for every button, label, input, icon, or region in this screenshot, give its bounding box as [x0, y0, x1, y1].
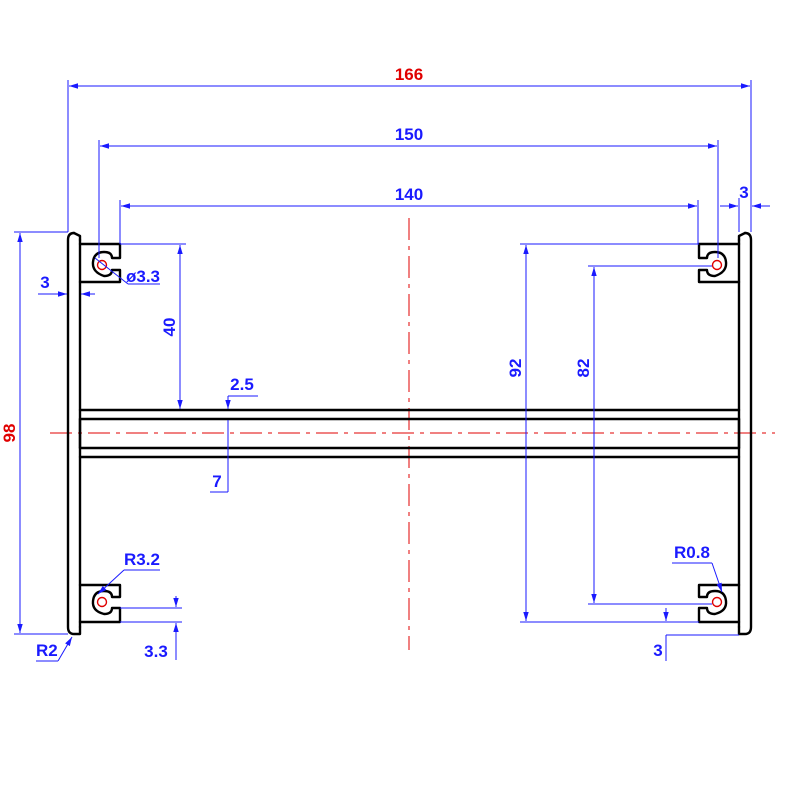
dimension-web-gap: 7	[210, 420, 229, 493]
dimension-left-offset: 3	[38, 273, 95, 297]
dimension-bottom-left-offset: 3.3	[120, 596, 182, 661]
dim-label-3-top: 3	[739, 183, 748, 202]
dimension-overall-height: 98	[0, 231, 68, 635]
dim-label-150: 150	[395, 125, 423, 144]
screw-slot-top-right	[697, 242, 741, 284]
dim-label-40: 40	[160, 318, 179, 337]
dim-label-r0-8: R0.8	[674, 543, 710, 562]
screw-slot-top-left	[78, 242, 122, 284]
dim-label-140: 140	[395, 185, 423, 204]
dim-label-3-3: 3.3	[144, 642, 168, 661]
dimension-hole-spacing: 150	[98, 125, 719, 258]
dim-label-7: 7	[212, 472, 221, 491]
dim-label-r3-2: R3.2	[124, 550, 160, 569]
hole-diameter-leader: ø3.3	[94, 257, 160, 286]
dimension-bottom-right-offset: 3	[653, 608, 739, 661]
extrusion-profile	[66, 231, 753, 636]
dim-label-3-left: 3	[40, 273, 49, 292]
dim-label-98: 98	[0, 424, 19, 443]
dimension-web-thickness: 2.5	[225, 375, 258, 409]
dim-label-2-5: 2.5	[230, 375, 254, 394]
screw-slot-bottom-right	[697, 583, 741, 624]
dimension-overall-width: 166	[67, 65, 752, 232]
dimension-right-inner-height: 82	[574, 265, 712, 605]
dim-label-3-bottom: 3	[653, 641, 662, 660]
dim-label-hole-diameter: ø3.3	[126, 267, 160, 286]
dim-label-82: 82	[574, 359, 593, 378]
screw-slot-bottom-left	[78, 583, 122, 624]
dim-label-r2: R2	[36, 641, 58, 660]
dim-label-166: 166	[395, 65, 423, 84]
dimension-slot-depth: 40	[120, 243, 186, 409]
dimension-right-outer-height: 92	[506, 243, 699, 623]
fillet-radius-leader: R0.8	[672, 543, 723, 593]
dimension-inner-width: 140	[119, 185, 699, 244]
dim-label-92: 92	[506, 359, 525, 378]
corner-radius-leader: R2	[36, 636, 73, 662]
slot-radius-leader: R3.2	[97, 550, 160, 595]
dimension-right-offset: 3	[720, 183, 770, 232]
